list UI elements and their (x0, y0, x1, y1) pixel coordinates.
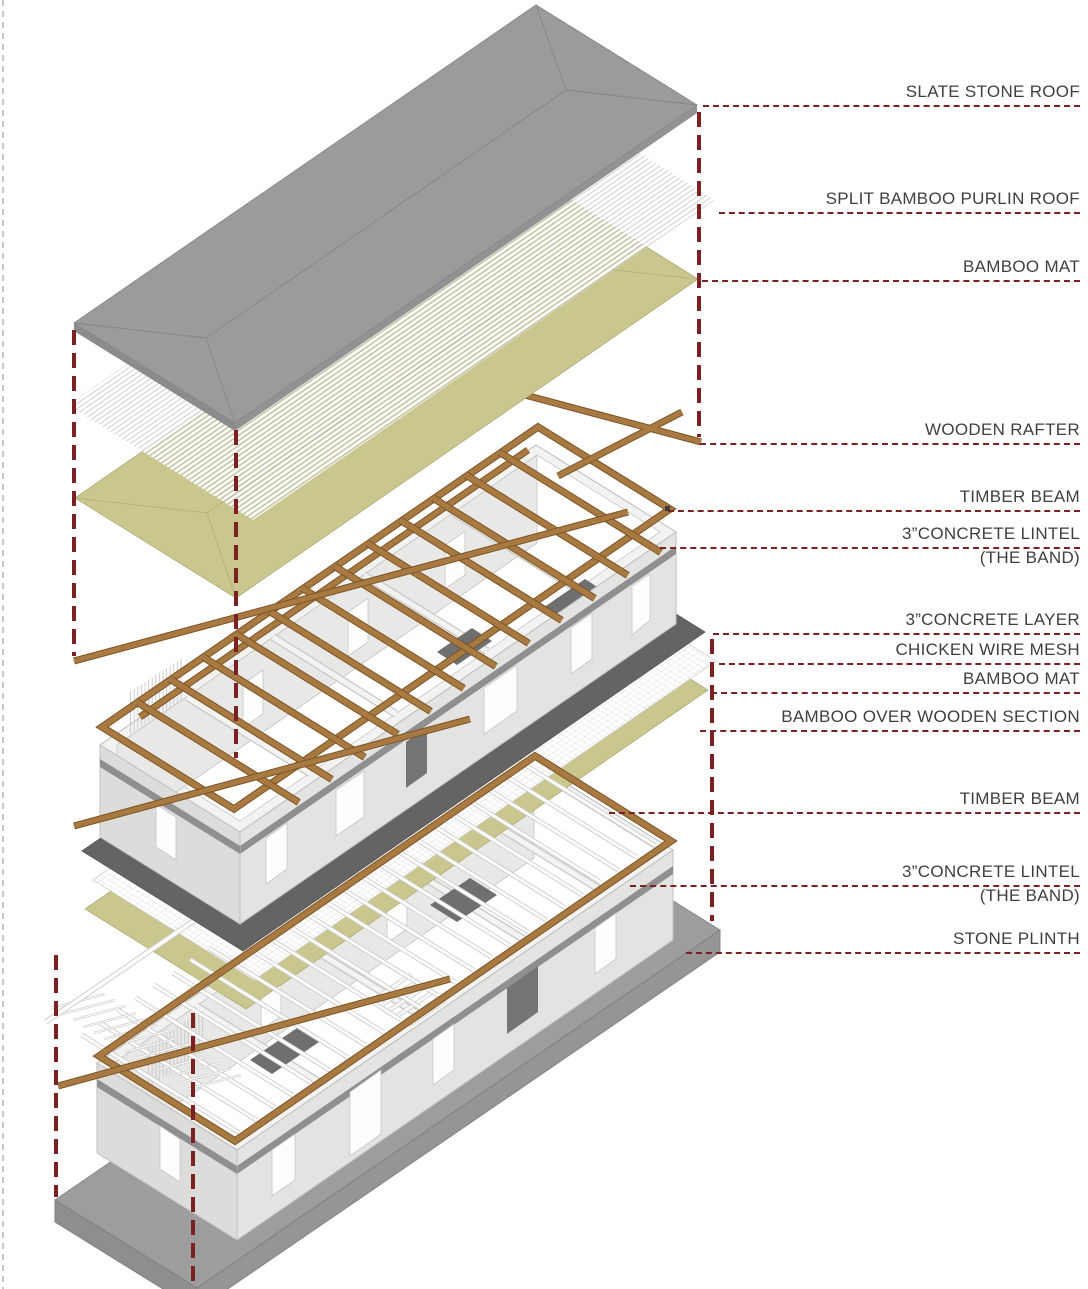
callout-label: BAMBOO OVER WOODEN SECTION (781, 707, 1080, 726)
upper-concrete-lintel-band (240, 546, 676, 854)
callout-label: 3”CONCRETE LAYER (905, 610, 1080, 629)
callout-label: BAMBOO MAT (963, 669, 1080, 688)
callout-concrete-lintel-lower: 3”CONCRETE LINTEL (THE BAND) (630, 860, 1080, 905)
callout-label: CHICKEN WIRE MESH (895, 640, 1080, 659)
callout-label: SPLIT BAMBOO PURLIN ROOF (825, 189, 1080, 208)
callout-label: TIMBER BEAM (959, 789, 1080, 808)
callout-timber-beam-lower: TIMBER BEAM (609, 787, 1080, 814)
callout-concrete-lintel-upper: 3”CONCRETE LINTEL (THE BAND) (660, 522, 1080, 567)
callout-slate-stone-roof: SLATE STONE ROOF (703, 80, 1080, 107)
callout-label: WOODEN RAFTER (924, 420, 1080, 439)
callout-bamboo-mat-roof: BAMBOO MAT (702, 255, 1080, 282)
lower-timber-beam (57, 751, 678, 1146)
slate-stone-roof-layer (73, 4, 698, 431)
projection-guides (54, 112, 714, 1285)
callout-label-line2: (THE BAND) (979, 886, 1080, 905)
callout-concrete-layer: 3”CONCRETE LAYER (713, 608, 1080, 635)
callout-chicken-wire-mesh: CHICKEN WIRE MESH (719, 638, 1080, 665)
callout-label: SLATE STONE ROOF (905, 82, 1080, 101)
callout-bamboo-mat-floor: BAMBOO MAT (711, 667, 1080, 694)
callout-label: TIMBER BEAM (959, 487, 1080, 506)
callout-wooden-rafter: WOODEN RAFTER (700, 418, 1080, 445)
callout-label: STONE PLINTH (952, 929, 1080, 948)
callout-split-bamboo-purlin-roof: SPLIT BAMBOO PURLIN ROOF (719, 187, 1080, 214)
callout-label: 3”CONCRETE LINTEL (902, 524, 1080, 543)
callout-timber-beam-upper: TIMBER BEAM (668, 485, 1080, 512)
callout-bamboo-over-wooden-section: BAMBOO OVER WOODEN SECTION (700, 705, 1080, 732)
callout-stone-plinth: STONE PLINTH (686, 927, 1080, 954)
callout-label: BAMBOO MAT (963, 257, 1080, 276)
callout-label: 3”CONCRETE LINTEL (902, 862, 1080, 881)
callout-label-line2: (THE BAND) (979, 548, 1080, 567)
lower-concrete-lintel-band (237, 866, 673, 1174)
